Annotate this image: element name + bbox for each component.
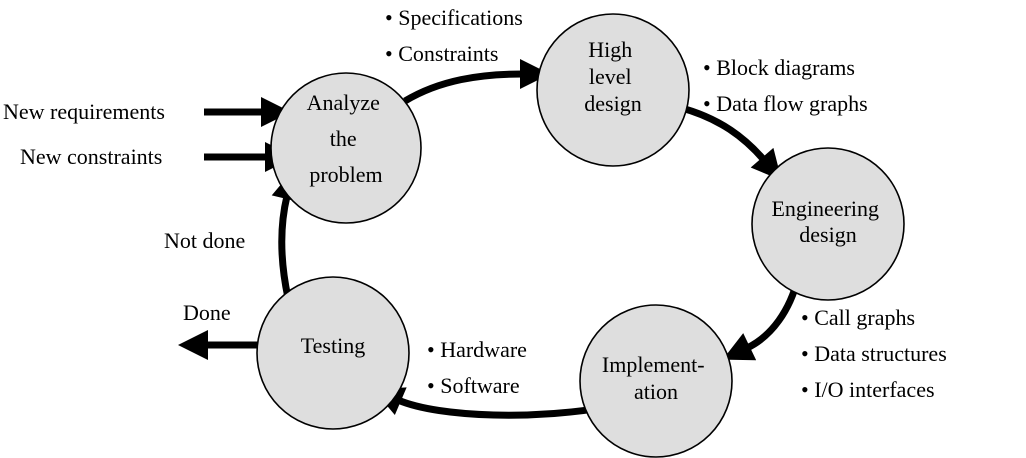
node-engineering-line-2: design: [799, 222, 856, 247]
node-engineering-line-1: Engineering: [771, 196, 879, 221]
note-specifications: • Specifications: [385, 5, 523, 30]
node-high-level-line-1: High: [588, 37, 632, 62]
svg-text:Implement- ation: Implement- ation: [602, 352, 710, 404]
arrow-high-level-to-engineering: [677, 103, 782, 181]
note-engineering-outputs: • Call graphs • Data structures • I/O in…: [801, 305, 952, 402]
node-analyze-line-2: the: [330, 126, 357, 151]
node-analyze-line-1: Analyze: [307, 90, 380, 115]
note-constraints: • Constraints: [385, 41, 498, 66]
node-testing: Testing: [256, 276, 410, 430]
note-analyze-outputs: • Specifications • Constraints: [385, 5, 528, 66]
node-testing-line-1: Testing: [301, 333, 365, 358]
note-io-interfaces: • I/O interfaces: [801, 377, 935, 402]
svg-text:Analyze the proble: Analyze the problem: [307, 90, 386, 187]
note-data-flow-graphs: • Data flow graphs: [703, 91, 868, 116]
node-implementation: Implement- ation: [579, 304, 733, 458]
node-engineering-design: Engineering design: [751, 147, 905, 301]
svg-text:Testing: Testing: [301, 333, 365, 358]
label-done: Done: [183, 300, 231, 325]
note-call-graphs: • Call graphs: [801, 305, 915, 330]
note-hardware: • Hardware: [427, 337, 527, 362]
node-high-level-line-3: design: [584, 91, 641, 116]
arrow-analyze-to-high-level: [403, 59, 550, 105]
svg-text:High level design: High level design: [584, 37, 641, 116]
node-high-level-line-2: level: [589, 64, 632, 89]
node-implementation-line-1: Implement-: [602, 352, 705, 377]
note-high-level-outputs: • Block diagrams • Data flow graphs: [703, 55, 868, 116]
label-new-constraints: New constraints: [20, 144, 162, 169]
svg-text:Engineering design: Engineering design: [771, 196, 884, 247]
note-data-structures: • Data structures: [801, 341, 947, 366]
node-implementation-line-2: ation: [634, 379, 678, 404]
arrow-testing-to-analyze: [271, 169, 301, 299]
note-implementation-outputs: • Hardware • Software: [427, 337, 532, 398]
node-analyze-the-problem: Analyze the problem: [270, 72, 422, 224]
label-not-done: Not done: [164, 228, 245, 253]
label-new-requirements: New requirements: [3, 99, 165, 124]
note-software: • Software: [427, 373, 520, 398]
node-analyze-line-3: problem: [309, 162, 382, 187]
note-block-diagrams: • Block diagrams: [703, 55, 855, 80]
arrow-implementation-to-testing: [373, 387, 613, 419]
node-high-level-design: High level design: [536, 13, 690, 167]
